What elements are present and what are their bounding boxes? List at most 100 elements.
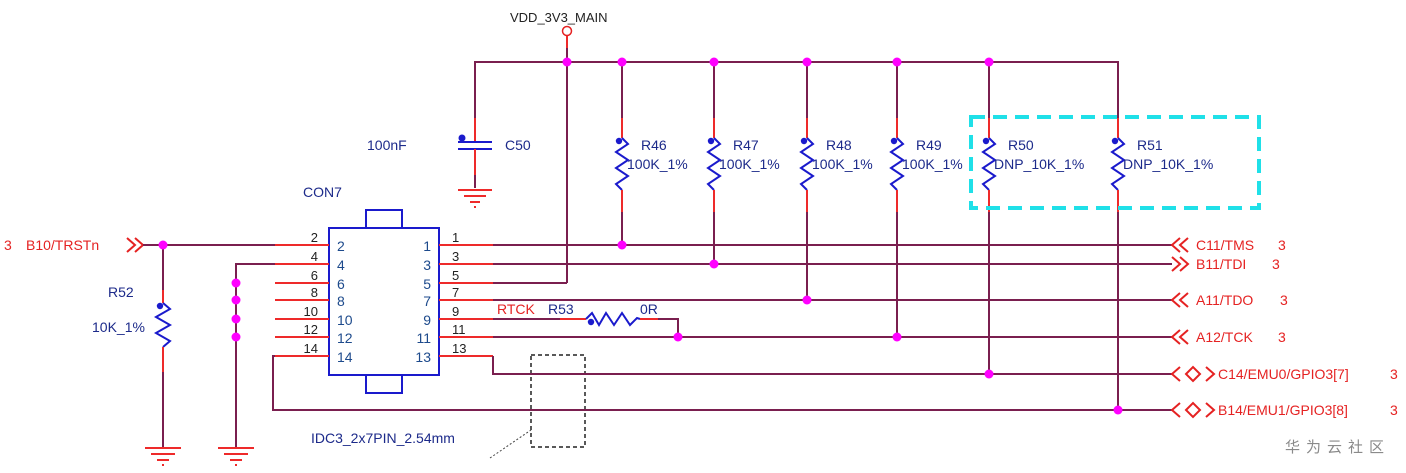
resistor-zigzag-icon [799, 137, 815, 191]
resistor-r53[interactable]: RTCK R53 0R [493, 301, 679, 337]
offpage-port-emu1[interactable]: B14/EMU1/GPIO3[8] 3 [1170, 401, 1398, 419]
pin-number-outer: 14 [304, 341, 318, 356]
pin-number-inner: 2 [337, 238, 345, 254]
pin-number-outer: 7 [452, 285, 459, 300]
bidir-arrow-left-icon [1170, 366, 1181, 382]
power-port-circle-icon [561, 25, 573, 37]
port-label: B11/TDI [1196, 256, 1246, 272]
resistor-value: DNP_10K_1% [1123, 156, 1213, 172]
port-sheet-number: 3 [1278, 329, 1286, 345]
junction-dot [231, 278, 241, 288]
resistor-zigzag-icon [706, 137, 722, 191]
input-arrow-icon [1170, 292, 1181, 308]
junction-dot [562, 57, 572, 67]
c50-ref: C50 [505, 137, 531, 153]
junction-dot [617, 240, 627, 250]
resistor-zigzag-icon [614, 137, 630, 191]
resistor-r52[interactable]: R52 10K_1% [92, 284, 173, 372]
port-sheet-number: 3 [1280, 292, 1288, 308]
ground-icon [218, 447, 254, 466]
footprint-outline [530, 354, 586, 448]
vdd-rail-wire [474, 61, 1119, 118]
resistor-r48[interactable]: R48 100K_1% [799, 62, 873, 300]
offpage-port-tms[interactable]: C11/TMS 3 [1170, 237, 1286, 253]
vdd-net-label: VDD_3V3_MAIN [510, 10, 608, 25]
junction-dot [984, 369, 994, 379]
pin-number-inner: 1 [423, 238, 431, 254]
resistor-value: 100K_1% [902, 156, 963, 172]
capacitor-c50[interactable]: 100nF C50 [367, 118, 531, 208]
offpage-port-emu0[interactable]: C14/EMU0/GPIO3[7]3 [1170, 365, 1398, 383]
junction-dot [984, 57, 994, 67]
trstn-sheet-number: 3 [4, 237, 12, 253]
pullup-resistors: R46100K_1%R47100K_1%R48100K_1%R49100K_1%… [614, 62, 1213, 410]
c50-value: 100nF [367, 137, 407, 153]
junction-dot [802, 57, 812, 67]
junction-dot [617, 57, 627, 67]
resistor-r47[interactable]: R47 100K_1% [706, 62, 780, 264]
r53-value: 0R [640, 301, 658, 317]
rtck-net-label: RTCK [497, 301, 536, 317]
resistor-ref: R48 [826, 137, 852, 153]
connector-con7[interactable]: CON7 22446688101012121414113355779911111… [275, 184, 586, 459]
port-sheet-number: 3 [1390, 366, 1398, 382]
junction-dot [892, 57, 902, 67]
input-arrow-icon [126, 237, 137, 253]
resistor-zigzag-icon [1110, 137, 1126, 191]
pin-number-inner: 11 [416, 330, 431, 346]
resistor-value: 100K_1% [719, 156, 780, 172]
port-sheet-number: 3 [1278, 237, 1286, 253]
pin-number-outer: 12 [304, 322, 318, 337]
connector-key-top [365, 209, 403, 229]
pin-number-outer: 2 [311, 230, 318, 245]
r52-value: 10K_1% [92, 319, 145, 335]
port-label: A11/TDO [1196, 292, 1253, 308]
pin1-dot-icon [587, 318, 595, 326]
pin1-dot-icon [800, 137, 808, 145]
dnp-highlight-box [969, 115, 1261, 210]
pin1-dot-icon [615, 137, 623, 145]
resistor-ref: R46 [641, 137, 667, 153]
pin-number-inner: 3 [423, 257, 431, 273]
junction-dot [231, 332, 241, 342]
port-label: B14/EMU1/GPIO3[8] [1218, 402, 1348, 418]
emu0-wire [492, 356, 1172, 375]
port-label: C11/TMS [1196, 237, 1254, 253]
pin1-dot-icon [982, 137, 990, 145]
pin-number-outer: 3 [452, 249, 459, 264]
input-arrow-icon [1170, 329, 1181, 345]
junction-dot [231, 314, 241, 324]
pin-number-outer: 11 [452, 322, 466, 337]
pin-number-inner: 7 [423, 293, 431, 309]
resistor-zigzag-icon [585, 311, 641, 327]
input-arrow-icon-2 [1178, 292, 1189, 308]
pin1-dot-icon [458, 134, 466, 142]
vdd-power-port: VDD_3V3_MAIN [510, 10, 608, 48]
junction-dot [673, 332, 683, 342]
pin-number-inner: 5 [423, 276, 431, 292]
junction-dot [231, 295, 241, 305]
footprint-leader [489, 429, 532, 459]
pin-number-inner: 9 [423, 312, 431, 328]
port-sheet-number: 3 [1390, 402, 1398, 418]
resistor-zigzag-icon [981, 137, 997, 191]
output-arrow-icon [1171, 256, 1182, 272]
trstn-port[interactable]: 3 B10/TRSTn [4, 237, 145, 253]
offpage-port-tdo[interactable]: A11/TDO 3 [1170, 292, 1288, 308]
pin1-dot-icon [707, 137, 715, 145]
resistor-ref: R47 [733, 137, 759, 153]
resistor-ref: R50 [1008, 137, 1034, 153]
junction-dot [802, 295, 812, 305]
resistor-value: 100K_1% [812, 156, 873, 172]
pin-number-outer: 10 [304, 304, 318, 319]
pin-number-outer: 4 [311, 249, 318, 264]
pin-number-outer: 6 [311, 268, 318, 283]
